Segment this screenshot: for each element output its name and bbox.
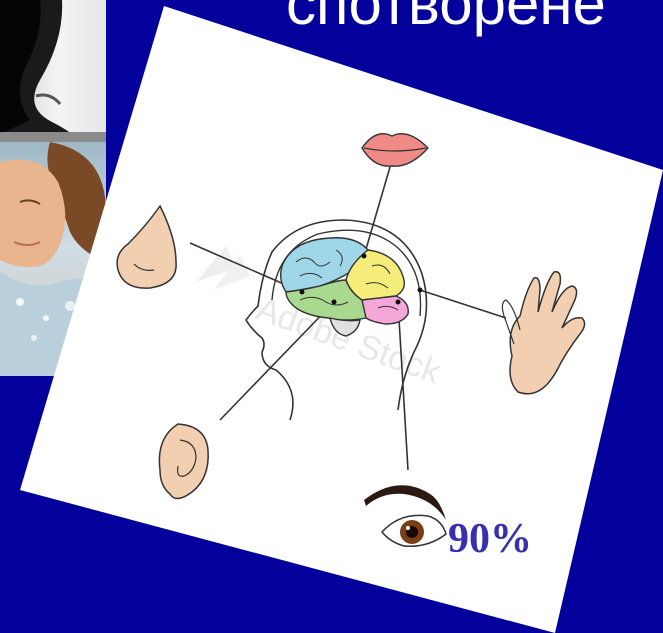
percentage-label: 90% xyxy=(448,516,532,562)
brain-lobe-pink xyxy=(362,296,408,324)
